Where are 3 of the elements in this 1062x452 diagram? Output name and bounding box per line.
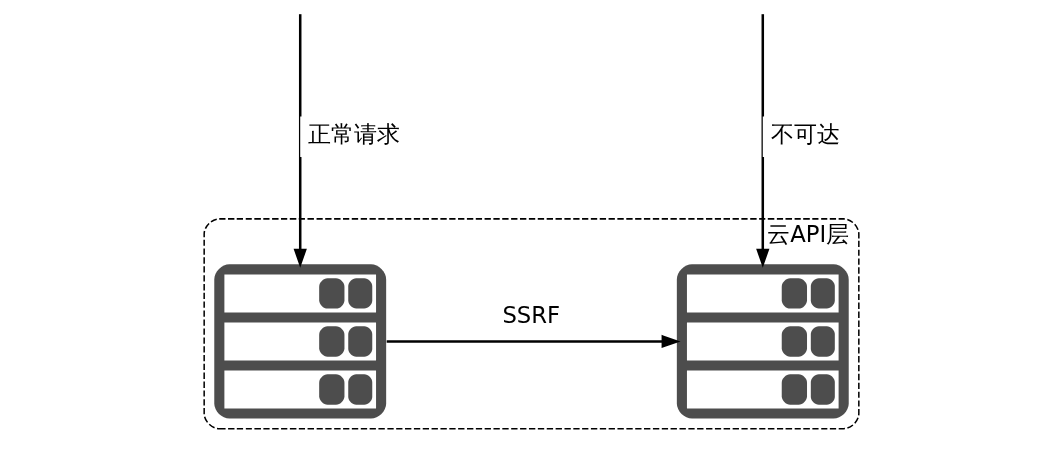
edge-label: 不可达	[770, 121, 840, 148]
edge-label: SSRF	[501, 302, 560, 329]
edge-label: 正常请求	[307, 121, 400, 148]
